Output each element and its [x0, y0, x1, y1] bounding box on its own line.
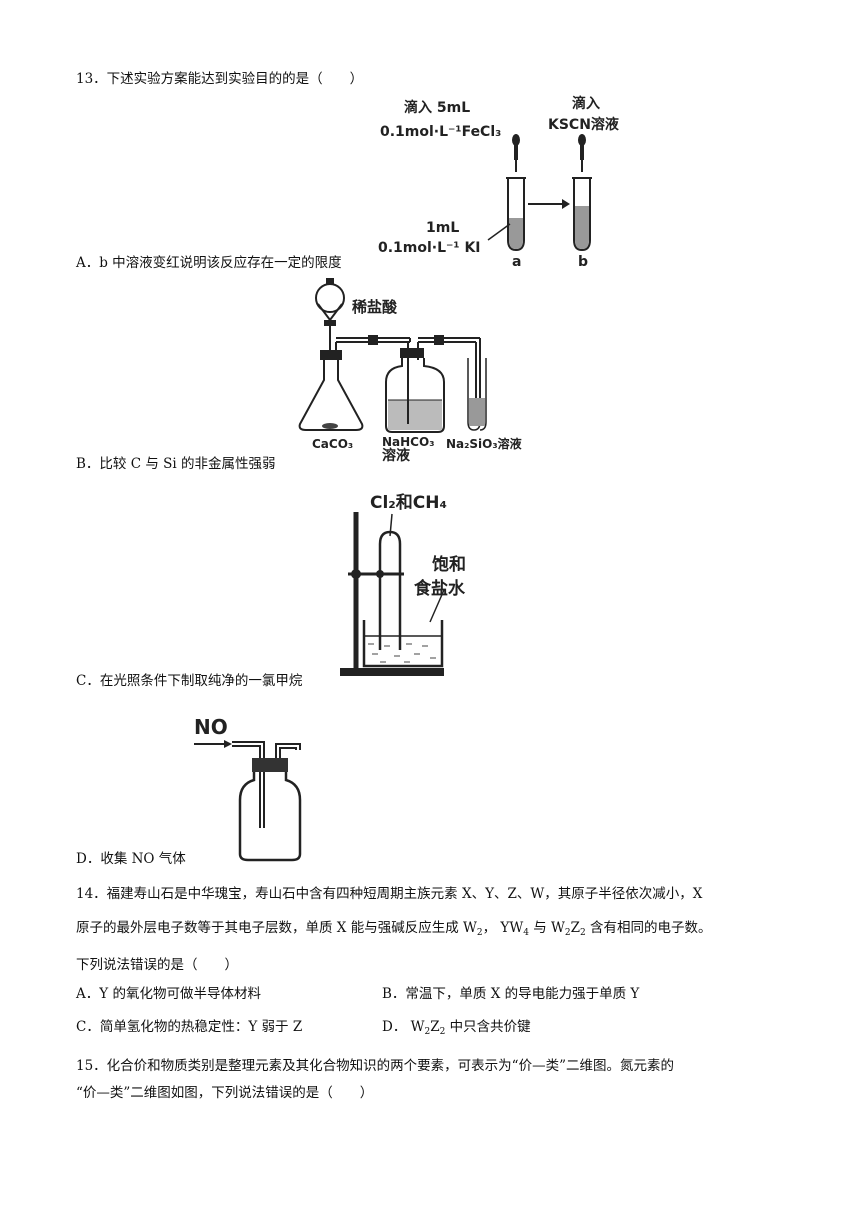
q14-line2-text-d: Z: [570, 920, 581, 936]
test-tube-b: [572, 177, 592, 252]
fig-a-label-a: a: [512, 254, 521, 270]
fig-d-label-no: NO: [194, 715, 228, 739]
arrow-right-icon: [194, 740, 232, 748]
q15-line2: “价—类”二维图如图，下列说法错误的是（ ）: [76, 1085, 374, 1101]
conical-flask-icon: [298, 350, 364, 431]
gas-washing-bottle-icon: [385, 342, 445, 433]
q13-option-b: B．比较 C 与 Si 的非金属性强弱: [76, 456, 276, 472]
q14-option-d-text-a: D． W: [382, 1019, 425, 1035]
q14-line1: 14．福建寿山石是中华瑰宝，寿山石中含有四种短周期主族元素 X、Y、Z、W，其原…: [76, 886, 703, 902]
dropper-icon: [578, 134, 586, 172]
dropper-icon: [512, 134, 520, 172]
fig-b-label-acid: 稀盐酸: [352, 298, 398, 316]
q14-option-a: A．Y 的氧化物可做半导体材料: [76, 986, 261, 1002]
figure-d-apparatus: NO: [194, 715, 302, 862]
fig-a-label-b: b: [578, 254, 588, 270]
q13-stem: 13．下述实验方案能达到实验目的的是（ ）: [76, 71, 364, 87]
fig-a-label-drop1-line2: 0.1mol·L⁻¹FeCl₃: [380, 124, 501, 140]
gas-bottle-icon: [238, 772, 302, 862]
q14-sub-w2z2-b: 2: [580, 928, 586, 938]
fig-c-label-gas: Cl₂和CH₄: [370, 493, 447, 513]
stopper-icon: [252, 758, 288, 772]
figure-c-apparatus: Cl₂和CH₄ 饱和 食盐水: [340, 493, 466, 676]
fig-a-label-drop1-line1: 滴入 5mL: [404, 99, 470, 116]
q14-sub-yw4: 4: [523, 928, 529, 938]
q14-line2: 原子的最外层电子数等于其电子层数，单质 X 能与强碱反应生成 W2， YW4 与…: [76, 918, 712, 943]
q14-sub-w2: 2: [476, 928, 483, 938]
q14-option-c: C．简单氢化物的热稳定性：Y 弱于 Z: [76, 1019, 303, 1035]
trough-icon: [362, 620, 444, 668]
figure-b-apparatus: 稀盐酸 CaCO₃ NaHCO₃ 溶液 Na₂SiO₃溶液: [298, 278, 522, 464]
fig-c-label-brine-line2: 食盐水: [414, 578, 466, 599]
fig-b-label-nahco3-line1: NaHCO₃: [382, 435, 434, 449]
fig-a-label-drop2-line2: KSCN溶液: [548, 116, 620, 133]
q13-option-a: A．b 中溶液变红说明该反应存在一定的限度: [76, 255, 342, 271]
figure-a-test-tubes: 滴入 5mL 0.1mol·L⁻¹FeCl₃ 滴入 KSCN溶液 1mL 0.1…: [378, 95, 620, 270]
fig-b-label-nahco3-line2: 溶液: [382, 447, 411, 464]
fig-a-label-ki-line2: 0.1mol·L⁻¹ KI: [378, 240, 481, 256]
q14-option-d: D． W2Z2 中只含共价键: [382, 1017, 531, 1042]
q14-option-d-text-c: 中只含共价键: [445, 1019, 531, 1035]
separatory-funnel-icon: [315, 278, 345, 352]
q14-line2-text-c: 与 W: [528, 920, 565, 936]
fig-b-label-na2sio3: Na₂SiO₃溶液: [446, 436, 522, 451]
iron-stand-icon: [340, 512, 444, 676]
inverted-tube: [378, 530, 402, 650]
q14-option-d-sub2: 2: [439, 1027, 446, 1037]
q14-option-d-sub1: 2: [424, 1027, 431, 1037]
q13-option-d: D．收集 NO 气体: [76, 851, 186, 867]
q14-line3: 下列说法错误的是（ ）: [76, 957, 238, 973]
fig-b-label-caco3: CaCO₃: [312, 437, 353, 451]
q14-line2-text-a: 原子的最外层电子数等于其电子层数，单质 X 能与强碱反应生成 W: [76, 920, 477, 936]
q15-line1: 15．化合价和物质类别是整理元素及其化合物知识的两个要素，可表示为“价—类”二维…: [76, 1058, 674, 1074]
q14-line2-text-b: ， YW: [482, 920, 524, 936]
test-tube-a: [506, 177, 526, 252]
q13-option-c: C．在光照条件下制取纯净的一氯甲烷: [76, 673, 303, 689]
test-tube-icon: [467, 338, 487, 431]
q14-line2-text-e: 含有相同的电子数。: [585, 920, 712, 936]
q14-option-b: B．常温下，单质 X 的导电能力强于单质 Y: [382, 986, 640, 1002]
fig-c-label-brine-line1: 饱和: [432, 554, 466, 575]
fig-a-label-ki-line1: 1mL: [426, 220, 459, 236]
fig-a-label-drop2-line1: 滴入: [572, 95, 600, 112]
arrow-right-icon: [528, 199, 570, 209]
q14-option-d-text-b: Z: [430, 1019, 440, 1035]
q14-sub-w2z2-a: 2: [564, 928, 571, 938]
